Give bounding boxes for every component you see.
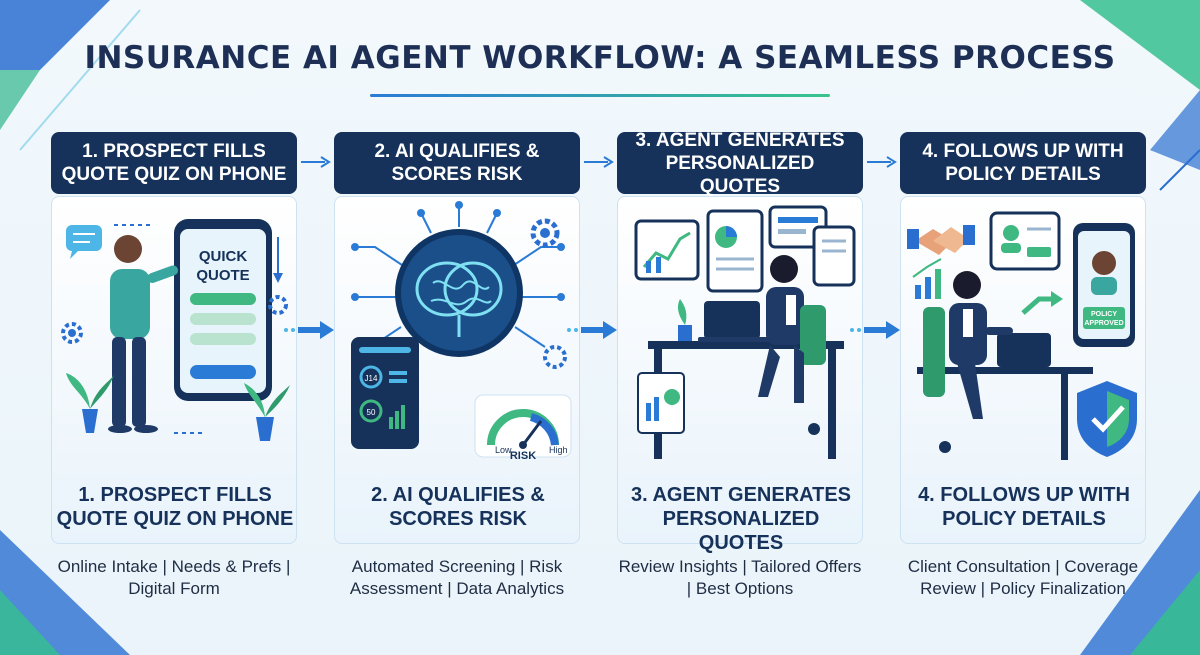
gauge-risk-label: RISK bbox=[510, 450, 536, 462]
step-3-header-wrap: 3. AGENT GENERATES PERSONALIZED QUOTES bbox=[617, 130, 863, 197]
step-1-illustration: QUICK QUOTE bbox=[52, 197, 298, 469]
step-4-header: 4. FOLLOWS UP WITH POLICY DETAILS bbox=[900, 132, 1146, 194]
step-4-subtitle: 4. FOLLOWS UP WITH POLICY DETAILS bbox=[918, 484, 1130, 530]
document-icon bbox=[637, 372, 685, 434]
arrow-right-icon bbox=[584, 156, 614, 168]
step-2-description: Automated Screening | Risk Assessment | … bbox=[349, 557, 565, 598]
plant-icon bbox=[677, 299, 692, 341]
gauge-icon: Low High RISK bbox=[474, 394, 572, 462]
step-3-description: Review Insights | Tailored Offers | Best… bbox=[618, 557, 862, 598]
step-2-header-wrap: 2. AI QUALIFIES & SCORES RISK bbox=[334, 132, 580, 194]
desk bbox=[917, 367, 1093, 460]
gear-icon bbox=[530, 218, 560, 248]
arrow-right-icon bbox=[284, 321, 334, 339]
title-underline bbox=[370, 94, 830, 97]
phone-icon: QUICK QUOTE bbox=[174, 219, 272, 401]
policy-badge-line-1: POLICY bbox=[1091, 311, 1117, 318]
plant-icon bbox=[244, 383, 290, 441]
step-1-description: Online Intake | Needs & Prefs | Digital … bbox=[57, 557, 291, 598]
laptop-icon bbox=[698, 301, 768, 342]
step-4-description: Client Consultation | Coverage Review | … bbox=[907, 557, 1139, 598]
page-title: INSURANCE AI AGENT WORKFLOW: A SEAMLESS … bbox=[84, 40, 1116, 76]
phone-text-quick: QUICK bbox=[199, 248, 248, 265]
step-3-subtitle: 3. AGENT GENERATES PERSONALIZED QUOTES bbox=[630, 484, 852, 554]
gear-icon bbox=[61, 322, 83, 344]
arrow-right-icon bbox=[850, 321, 900, 339]
step-2-card: J14 50 Low High RISK 2. AI QUALIFIES & bbox=[334, 196, 580, 544]
corner-decoration-bottom-right bbox=[1080, 490, 1200, 655]
policy-badge-line-2: APPROVED bbox=[1084, 320, 1123, 327]
chart-icon bbox=[912, 258, 942, 299]
gear-icon bbox=[543, 345, 567, 369]
step-1-header: 1. PROSPECT FILLS QUOTE QUIZ ON PHONE bbox=[51, 132, 297, 194]
report-icon bbox=[706, 209, 764, 293]
step-2-header: 2. AI QUALIFIES & SCORES RISK bbox=[334, 132, 580, 194]
gauge-low-label: Low bbox=[495, 445, 512, 455]
step-4-card: POLICY APPROVED bbox=[900, 196, 1146, 544]
gear-icon bbox=[268, 295, 288, 315]
phone-icon: POLICY APPROVED bbox=[1073, 223, 1135, 347]
shield-check-icon bbox=[1077, 381, 1137, 457]
gauge-high-label: High bbox=[549, 445, 568, 455]
step-2-illustration: J14 50 Low High RISK bbox=[335, 197, 581, 469]
laptop-icon bbox=[997, 333, 1051, 367]
step-4-illustration: POLICY APPROVED bbox=[901, 197, 1147, 469]
agent-woman-icon bbox=[923, 271, 1013, 453]
arrow-right-icon bbox=[867, 156, 897, 168]
panel-value-2: 50 bbox=[367, 408, 376, 417]
step-1-header-wrap: 1. PROSPECT FILLS QUOTE QUIZ ON PHONE bbox=[51, 132, 297, 194]
screen-icon bbox=[768, 205, 828, 249]
step-3-header: 3. AGENT GENERATES PERSONALIZED QUOTES bbox=[617, 130, 863, 197]
dashboard-panel: J14 50 bbox=[351, 337, 419, 449]
step-3-illustration bbox=[618, 197, 864, 469]
handshake-icon bbox=[907, 225, 975, 255]
corner-decoration-bottom-left bbox=[0, 530, 130, 655]
step-3-card: 3. AGENT GENERATES PERSONALIZED QUOTES bbox=[617, 196, 864, 554]
profile-card-icon bbox=[989, 211, 1061, 271]
corner-decoration-top-left bbox=[0, 0, 141, 151]
agent-woman-icon bbox=[758, 255, 826, 435]
corner-decoration-top-right bbox=[1080, 0, 1200, 191]
step-4-header-wrap: 4. FOLLOWS UP WITH POLICY DETAILS bbox=[900, 132, 1146, 194]
panel-value-1: J14 bbox=[365, 374, 378, 383]
phone-text-quote: QUOTE bbox=[196, 267, 249, 284]
brain-icon bbox=[395, 229, 523, 357]
chat-bubble-icon bbox=[66, 225, 102, 259]
step-2-subtitle: 2. AI QUALIFIES & SCORES RISK bbox=[371, 484, 545, 530]
arrow-right-icon bbox=[567, 321, 617, 339]
circuit-nodes bbox=[351, 201, 565, 301]
step-1-card: QUICK QUOTE bbox=[51, 196, 297, 544]
person-icon bbox=[108, 235, 179, 433]
plant-icon bbox=[66, 373, 114, 433]
step-1-subtitle: 1. PROSPECT FILLS QUOTE QUIZ ON PHONE bbox=[56, 484, 294, 530]
chart-icon bbox=[634, 219, 700, 281]
arrow-right-icon bbox=[301, 156, 331, 168]
